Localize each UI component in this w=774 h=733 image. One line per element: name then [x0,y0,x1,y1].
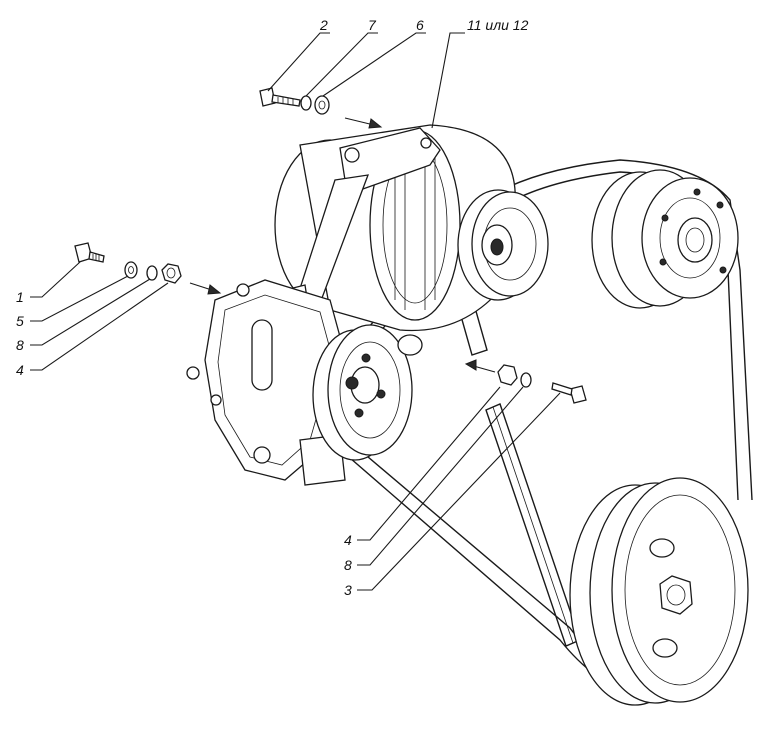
spring-washer-7 [300,95,312,111]
direction-arrows [189,117,496,373]
washer-6 [314,95,330,115]
callout-5: 5 [16,313,24,329]
bolt-2 [259,87,301,107]
nut-4-lower [497,364,518,386]
callout-labels: 1 5 8 4 2 7 6 11 или 12 4 8 3 [16,17,529,598]
bolt-lower [551,382,587,404]
callout-1: 1 [16,289,24,305]
bolt-1 [74,242,105,263]
leader-lines [30,32,561,591]
callout-11-or-12: 11 или 12 [467,17,529,33]
nut-4 [161,263,182,284]
belt-3 [454,289,581,647]
callout-8-lower: 8 [344,557,352,573]
callout-2: 2 [319,17,328,33]
idler-pulley [312,324,423,461]
washer-5 [124,261,138,279]
callout-6: 6 [416,17,424,33]
callout-8: 8 [16,337,24,353]
callout-4: 4 [16,362,24,378]
callout-7: 7 [368,17,377,33]
washer-8-lower [520,372,532,388]
callout-4-lower: 4 [344,532,352,548]
upper-right-pulley [591,169,739,309]
callout-3: 3 [344,582,352,598]
spring-washer-8 [146,265,158,281]
crankshaft-pulley [569,477,749,706]
